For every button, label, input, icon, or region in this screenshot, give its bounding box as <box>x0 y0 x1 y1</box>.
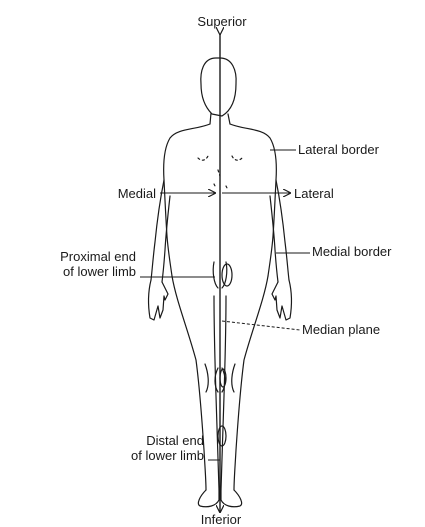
label-inferior: Inferior <box>196 512 246 527</box>
label-proximal-end: Proximal end of lower limb <box>10 249 136 279</box>
label-proximal-end-line1: Proximal end <box>10 249 136 264</box>
label-proximal-end-line2: of lower limb <box>10 264 136 279</box>
label-distal-end-line2: of lower limb <box>50 448 204 463</box>
left-hand-outline <box>149 280 168 320</box>
trunk-outline-left <box>164 124 210 276</box>
label-median-plane: Median plane <box>302 322 380 337</box>
left-foot-outline <box>198 490 219 507</box>
trunk-outline-right <box>230 124 276 276</box>
leader-lines <box>140 150 310 460</box>
label-medial-border: Medial border <box>312 244 392 259</box>
label-superior: Superior <box>192 14 252 29</box>
label-lateral: Lateral <box>294 186 334 201</box>
label-lateral-border: Lateral border <box>298 142 379 157</box>
right-leg-outline <box>221 276 268 490</box>
label-distal-end-line1: Distal end <box>50 433 204 448</box>
label-distal-end: Distal end of lower limb <box>50 433 204 463</box>
label-medial: Medial <box>90 186 156 201</box>
right-foot-outline <box>221 490 242 507</box>
head-outline <box>201 58 236 116</box>
right-hand-outline <box>272 280 291 320</box>
median-plane-leader <box>222 321 300 330</box>
